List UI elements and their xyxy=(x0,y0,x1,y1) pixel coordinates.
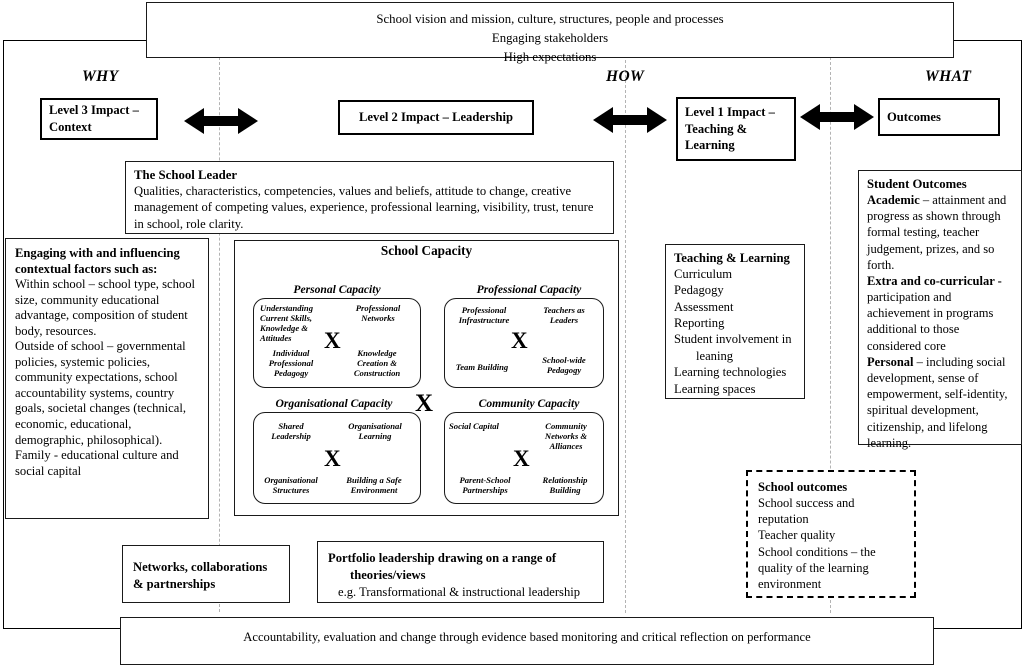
personal-capacity-x-symbol: X xyxy=(324,328,341,353)
professional-capacity-cell: Professional Infrastructure xyxy=(458,305,510,325)
school-leader-box: The School Leader Qualities, characteris… xyxy=(125,161,614,234)
organisational-capacity-cell: Shared Leadership xyxy=(271,421,311,441)
top-banner-line-2: Engaging stakeholders xyxy=(491,31,609,46)
personal-capacity-cell: Individual Professional Pedagogy xyxy=(268,348,314,378)
school-capacity-box: School Capacity Personal Capacity Unders… xyxy=(234,240,619,516)
context-factors-item: Family - educational culture and social … xyxy=(15,448,179,478)
community-capacity-cell: Relationship Building xyxy=(542,475,588,495)
portfolio-title-line-2: theories/views xyxy=(350,567,426,582)
column-label-how: HOW xyxy=(606,68,645,85)
professional-capacity-title: Professional Capacity xyxy=(476,283,582,296)
context-factors-box: Engaging with and influencing contextual… xyxy=(5,238,209,519)
community-capacity-cell: Community Networks & Alliances xyxy=(544,421,588,451)
school-outcomes-title: School outcomes xyxy=(758,480,848,494)
networks-line-2: & partnerships xyxy=(133,576,216,591)
teaching-learning-title: Teaching & Learning xyxy=(674,251,790,265)
student-outcomes-extra-text: participation and achievement in program… xyxy=(867,290,994,353)
level-2-impact-label: Level 2 Impact – Leadership xyxy=(359,110,513,125)
community-capacity-cell: Parent-School Partnerships xyxy=(459,475,511,495)
student-outcomes-academic-text: – attainment and progress as shown throu… xyxy=(867,192,1007,272)
column-label-what: WHAT xyxy=(925,68,972,85)
arrow-level3-level2 xyxy=(184,106,258,136)
community-capacity-x-symbol: X xyxy=(513,446,530,471)
teaching-learning-item: Learning spaces xyxy=(674,381,756,396)
student-outcomes-extra: Extra and co-curricular - participation … xyxy=(867,273,1013,354)
networks-collaborations-box: Networks, collaborations & partnerships xyxy=(122,545,290,603)
student-outcomes-title: Student Outcomes xyxy=(867,177,967,191)
community-capacity-cell: Social Capital xyxy=(449,421,499,431)
context-factors-title-line-1: Engaging with and influencing xyxy=(15,246,180,260)
level-3-impact-label: Level 3 Impact – Context xyxy=(49,103,139,134)
column-divider-why-how xyxy=(219,57,220,612)
organisational-capacity-title: Organisational Capacity xyxy=(275,397,393,410)
top-banner-line-3: High expectations xyxy=(503,50,597,65)
context-factors-item: Outside of school – governmental policie… xyxy=(15,339,186,447)
teaching-learning-item: Student involvement in leaning xyxy=(674,332,792,363)
level-1-impact-label: Level 1 Impact – Teaching & Learning xyxy=(685,105,775,153)
school-outcomes-box: School outcomes School success and reput… xyxy=(746,470,916,598)
school-leader-title: The School Leader xyxy=(134,168,238,182)
professional-capacity-box: Professional Infrastructure Teachers as … xyxy=(444,298,604,388)
top-banner-line-1: School vision and mission, culture, stru… xyxy=(376,12,724,26)
student-outcomes-personal-label: Personal xyxy=(867,354,914,369)
school-outcomes-item: Teacher quality xyxy=(758,528,836,543)
teaching-learning-item: Assessment xyxy=(674,299,734,314)
networks-line-1: Networks, collaborations xyxy=(133,560,268,574)
student-outcomes-extra-label: Extra and co-curricular - xyxy=(867,273,1002,288)
level-3-impact-box[interactable]: Level 3 Impact – Context xyxy=(40,98,158,140)
portfolio-example: e.g. Transformational & instructional le… xyxy=(338,584,581,599)
school-leader-body: Qualities, characteristics, competencies… xyxy=(134,184,594,231)
professional-capacity-cell: Team Building xyxy=(455,362,509,372)
bottom-banner-text: Accountability, evaluation and change th… xyxy=(243,630,811,644)
double-headed-arrow-icon xyxy=(593,107,667,133)
teaching-learning-box: Teaching & Learning Curriculum Pedagogy … xyxy=(665,244,805,399)
community-capacity-title: Community Capacity xyxy=(478,397,580,410)
bottom-banner: Accountability, evaluation and change th… xyxy=(120,617,934,665)
professional-capacity-x-symbol: X xyxy=(511,328,528,353)
community-capacity-box: Social Capital Community Networks & Alli… xyxy=(444,412,604,504)
student-outcomes-academic-label: Academic xyxy=(867,192,920,207)
organisational-capacity-cell: Building a Safe Environment xyxy=(346,475,402,495)
level-2-impact-box[interactable]: Level 2 Impact – Leadership xyxy=(338,100,534,135)
organisational-capacity-box: Shared Leadership Organisational Learnin… xyxy=(253,412,421,504)
column-divider-what xyxy=(830,57,831,613)
student-outcomes-personal-text: – including social development, sense of… xyxy=(867,354,1008,450)
professional-capacity-cell: School-wide Pedagogy xyxy=(542,355,586,375)
personal-capacity-cell: Understanding Current Skills, Knowledge … xyxy=(260,303,314,343)
personal-capacity-box: Understanding Current Skills, Knowledge … xyxy=(253,298,421,388)
teaching-learning-item: Pedagogy xyxy=(674,283,724,298)
school-outcomes-item: School conditions – the quality of the l… xyxy=(758,544,876,592)
double-headed-arrow-icon xyxy=(800,104,874,130)
school-capacity-title: School Capacity xyxy=(380,243,473,258)
school-outcomes-item: School success and reputation xyxy=(758,495,855,527)
context-factors-title-line-2: contextual factors such as: xyxy=(15,261,158,276)
student-outcomes-academic: Academic – attainment and progress as sh… xyxy=(867,192,1013,273)
double-headed-arrow-icon xyxy=(184,108,258,134)
personal-capacity-title: Personal Capacity xyxy=(293,283,381,296)
organisational-capacity-x-symbol: X xyxy=(324,446,341,471)
student-outcomes-box: Student Outcomes Academic – attainment a… xyxy=(858,170,1022,450)
column-label-why: WHY xyxy=(82,68,119,85)
school-capacity-centre-x-symbol: X xyxy=(415,390,434,417)
arrow-level2-level1 xyxy=(593,105,667,135)
student-outcomes-personal: Personal – including social development,… xyxy=(867,354,1013,451)
organisational-capacity-cell: Organisational Learning xyxy=(348,421,402,441)
personal-capacity-cell: Knowledge Creation & Construction xyxy=(353,348,401,378)
professional-capacity-cell: Teachers as Leaders xyxy=(543,305,585,325)
organisational-capacity-cell: Organisational Structures xyxy=(264,475,318,495)
column-divider-how-mid xyxy=(625,60,626,613)
teaching-learning-item: Reporting xyxy=(674,316,725,331)
portfolio-leadership-box: Portfolio leadership drawing on a range … xyxy=(317,541,604,603)
arrow-level1-outcomes xyxy=(800,102,874,132)
teaching-learning-item: Curriculum xyxy=(674,266,733,281)
outcomes-label: Outcomes xyxy=(887,109,941,124)
portfolio-title-line-1: Portfolio leadership drawing on a range … xyxy=(328,551,557,565)
outcomes-box[interactable]: Outcomes xyxy=(878,98,1000,136)
teaching-learning-item: Learning technologies xyxy=(674,365,787,380)
context-factors-item: Within school – school type, school size… xyxy=(15,277,195,338)
level-1-impact-box[interactable]: Level 1 Impact – Teaching & Learning xyxy=(676,97,796,161)
personal-capacity-cell: Professional Networks xyxy=(355,303,401,323)
top-banner: School vision and mission, culture, stru… xyxy=(146,2,954,64)
